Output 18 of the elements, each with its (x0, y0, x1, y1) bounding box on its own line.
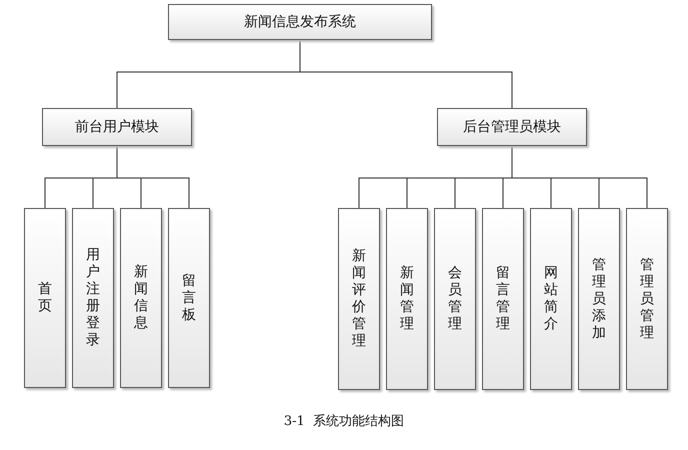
function-box: 留言板 (168, 208, 210, 388)
function-box: 管理员管理 (626, 208, 668, 390)
connector-line (116, 146, 190, 208)
connector-line (300, 40, 512, 108)
function-box: 用户注册登录 (72, 208, 114, 388)
function-box: 首页 (24, 208, 66, 388)
connector-line (512, 146, 648, 208)
function-box: 新闻评价管理 (338, 208, 380, 390)
function-box: 网站简介 (530, 208, 572, 390)
function-box: 留言管理 (482, 208, 524, 390)
function-box: 管理员添加 (578, 208, 620, 390)
function-box: 会员管理 (434, 208, 476, 390)
function-box: 新闻管理 (386, 208, 428, 390)
module-box: 后台管理员模块 (437, 108, 587, 146)
function-box: 新闻信息 (120, 208, 162, 388)
figure-caption: 3-1 系统功能结构图 (282, 413, 406, 430)
module-box: 前台用户模块 (42, 108, 192, 146)
system-box: 新闻信息发布系统 (168, 4, 432, 40)
